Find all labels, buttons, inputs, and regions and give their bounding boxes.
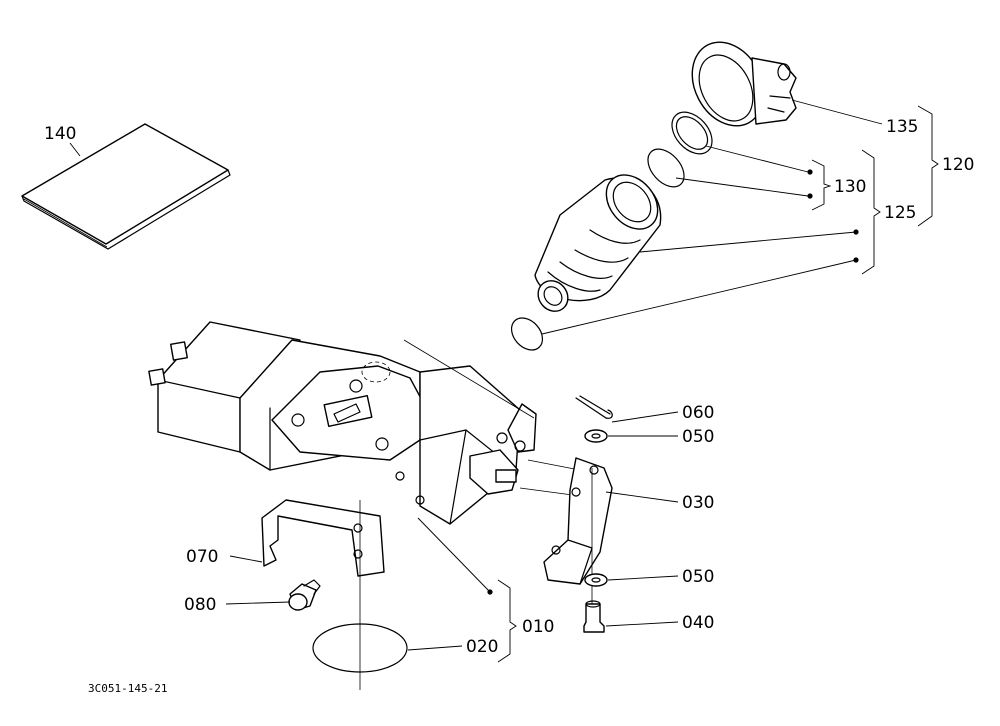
part-135-clamp — [691, 41, 797, 127]
part-010-valve-body — [148, 321, 591, 525]
label-125: 125 — [884, 203, 916, 223]
label-140: 140 — [44, 124, 76, 144]
part-080-plug — [288, 579, 321, 611]
part-020-o-ring — [312, 623, 408, 673]
label-030: 030 — [682, 493, 714, 513]
label-060: 060 — [682, 403, 714, 423]
label-050-upper: 050 — [682, 427, 714, 447]
label-120: 120 — [942, 155, 974, 175]
part-050-washer-lower — [584, 573, 608, 587]
part-labels: 140 135 130 125 120 060 050 030 050 040 … — [44, 117, 974, 657]
label-130: 130 — [834, 177, 866, 197]
label-070: 070 — [186, 547, 218, 567]
label-135: 135 — [886, 117, 918, 137]
leader-lines — [69, 99, 883, 651]
part-125-cartridge — [510, 174, 662, 351]
drawing-code: 3C051-145-21 — [88, 682, 167, 695]
part-130-o-rings — [647, 111, 713, 188]
part-070-bracket — [261, 499, 385, 690]
part-050-washer-upper — [584, 429, 608, 443]
part-040-pin — [583, 600, 605, 633]
assembly-brackets — [497, 105, 939, 663]
part-140-manual — [21, 123, 231, 250]
label-020: 020 — [466, 637, 498, 657]
label-050-lower: 050 — [682, 567, 714, 587]
label-010: 010 — [522, 617, 554, 637]
label-080: 080 — [184, 595, 216, 615]
label-040: 040 — [682, 613, 714, 633]
part-060-cotter-pin — [575, 395, 613, 419]
part-030-lever — [543, 457, 613, 606]
